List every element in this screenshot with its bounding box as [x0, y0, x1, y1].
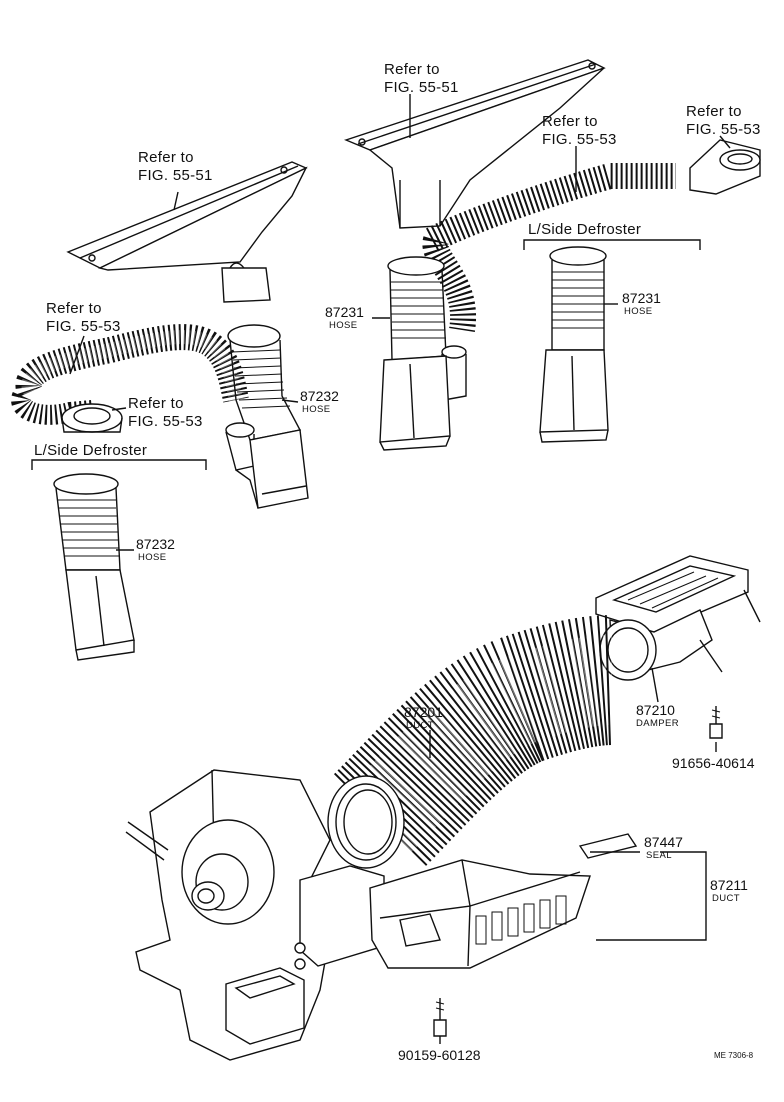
svg-text:Refer to: Refer to — [46, 300, 102, 317]
svg-text:87210: 87210 — [636, 702, 675, 718]
svg-text:Refer to: Refer to — [138, 149, 194, 166]
svg-text:87232: 87232 — [136, 536, 175, 552]
bolt-91656-40614 — [709, 706, 723, 739]
hose-87231-upper — [379, 256, 467, 451]
svg-text:FIG. 55-51: FIG. 55-51 — [384, 79, 459, 96]
hose-87232-lower — [31, 459, 207, 661]
left-defroster-nozzle — [66, 161, 308, 303]
label-87201: 87201 DUCT — [404, 704, 443, 731]
svg-text:FIG. 55-53: FIG. 55-53 — [46, 318, 121, 335]
svg-text:FIG. 55-51: FIG. 55-51 — [138, 167, 213, 184]
svg-text:Refer to: Refer to — [128, 395, 184, 412]
svg-text:SEAL: SEAL — [646, 850, 672, 861]
svg-text:DUCT: DUCT — [712, 893, 740, 904]
svg-text:Refer to: Refer to — [686, 103, 742, 120]
svg-text:87211: 87211 — [710, 877, 748, 893]
svg-text:FIG. 55-53: FIG. 55-53 — [542, 131, 617, 148]
label-refer-fig-55-53-left: Refer to FIG. 55-53 — [46, 300, 121, 335]
svg-text:FIG. 55-53: FIG. 55-53 — [128, 413, 203, 430]
svg-text:HOSE: HOSE — [138, 552, 167, 563]
svg-text:87231: 87231 — [325, 304, 364, 320]
label-refer-fig-55-51-left: Refer to FIG. 55-51 — [138, 149, 213, 184]
svg-text:DUCT: DUCT — [406, 720, 434, 731]
label-refer-fig-55-51-right: Refer to FIG. 55-51 — [384, 61, 459, 96]
label-refer-fig-55-53-lower: Refer to FIG. 55-53 — [128, 395, 203, 430]
label-90159-60128: 90159-60128 — [398, 1047, 481, 1063]
hose-87231-lower — [523, 239, 701, 443]
svg-text:HOSE: HOSE — [624, 306, 653, 317]
label-87210: 87210 DAMPER — [636, 702, 679, 729]
label-87211: 87211 DUCT — [710, 877, 748, 904]
label-87231-lower: 87231 HOSE — [622, 290, 661, 317]
label-l-side-defroster-left: L/Side Defroster — [34, 442, 147, 459]
svg-text:87232: 87232 — [300, 388, 339, 404]
label-l-side-defroster-right: L/Side Defroster — [528, 221, 641, 238]
svg-text:Refer to: Refer to — [542, 113, 598, 130]
label-91656-40614: 91656-40614 — [672, 755, 755, 771]
label-87232-lower: 87232 HOSE — [136, 536, 175, 563]
svg-text:87447: 87447 — [644, 834, 683, 850]
duct-87211 — [369, 859, 591, 969]
svg-text:HOSE: HOSE — [329, 320, 358, 331]
label-refer-fig-55-53-top: Refer to FIG. 55-53 — [542, 113, 617, 148]
svg-text:FIG. 55-53: FIG. 55-53 — [686, 121, 761, 138]
right-long-hose — [422, 139, 761, 333]
leader-lines — [69, 94, 731, 1044]
seal-87447 — [578, 833, 638, 859]
bolt-90159-60128 — [433, 998, 447, 1037]
damper-87210 — [595, 555, 761, 681]
hose-87232-upper — [225, 324, 309, 509]
label-87447: 87447 SEAL — [644, 834, 683, 861]
svg-text:87231: 87231 — [622, 290, 661, 306]
label-87232-upper: 87232 HOSE — [300, 388, 339, 415]
duct-87201 — [327, 615, 614, 869]
svg-text:87201: 87201 — [404, 704, 443, 720]
svg-text:Refer to: Refer to — [384, 61, 440, 78]
drawing-code: ME 7306-8 — [714, 1051, 754, 1060]
svg-text:DAMPER: DAMPER — [636, 718, 679, 729]
heater-unit — [125, 769, 385, 1061]
svg-text:HOSE: HOSE — [302, 404, 331, 415]
label-refer-fig-55-53-far-right: Refer to FIG. 55-53 — [686, 103, 761, 138]
left-long-hose — [11, 324, 249, 433]
label-87231-upper: 87231 HOSE — [325, 304, 364, 331]
